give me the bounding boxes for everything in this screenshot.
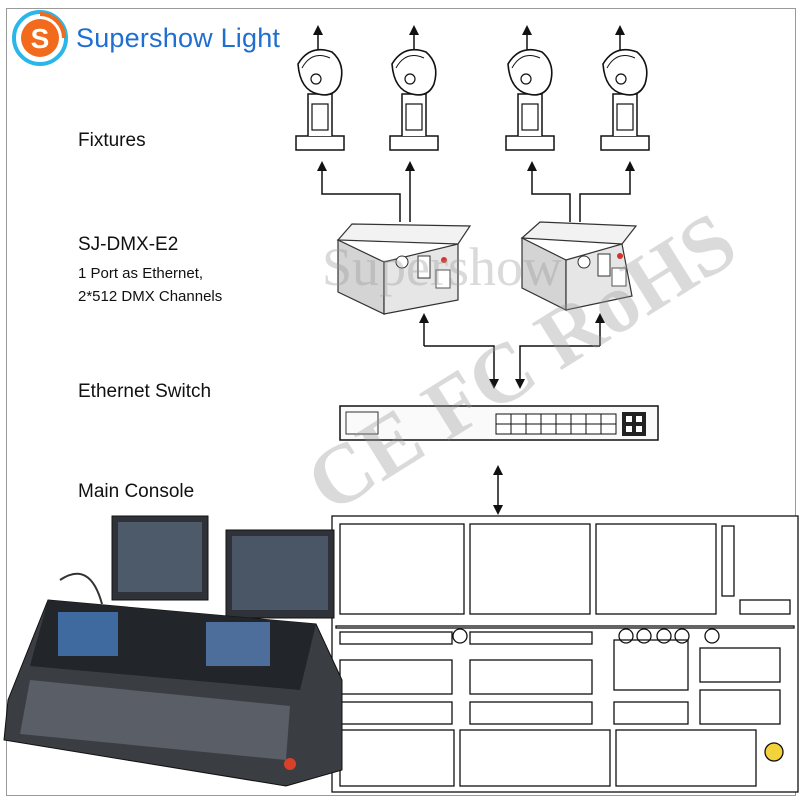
sj-dmx-e2-node-1 <box>336 223 472 315</box>
label-node-line2: 2*512 DMX Channels <box>78 288 223 305</box>
label-node-model: SJ-DMX-E2 <box>78 234 179 255</box>
brand-name: Supershow Light <box>76 22 281 53</box>
label-node-line1: 1 Port as Ethernet, <box>78 265 204 282</box>
svg-text:S: S <box>31 23 50 54</box>
console-photo <box>3 515 343 787</box>
fixture-4 <box>600 25 650 151</box>
label-fixtures: Fixtures <box>78 130 146 151</box>
fixture-3 <box>505 25 555 151</box>
dmx-connections <box>317 161 635 222</box>
brand-header: S Supershow Light <box>12 8 280 68</box>
diagram-frame <box>6 8 796 796</box>
supershow-logo-icon: S <box>12 10 68 66</box>
fixture-1 <box>295 25 345 151</box>
sj-dmx-e2-node-2 <box>520 221 638 311</box>
ethernet-switch-device <box>339 405 659 441</box>
label-ethernet-switch: Ethernet Switch <box>78 381 212 402</box>
fixture-2 <box>389 25 439 151</box>
label-main-console: Main Console <box>78 481 195 502</box>
ethernet-connections <box>419 313 605 389</box>
console-line-drawing <box>331 515 799 793</box>
